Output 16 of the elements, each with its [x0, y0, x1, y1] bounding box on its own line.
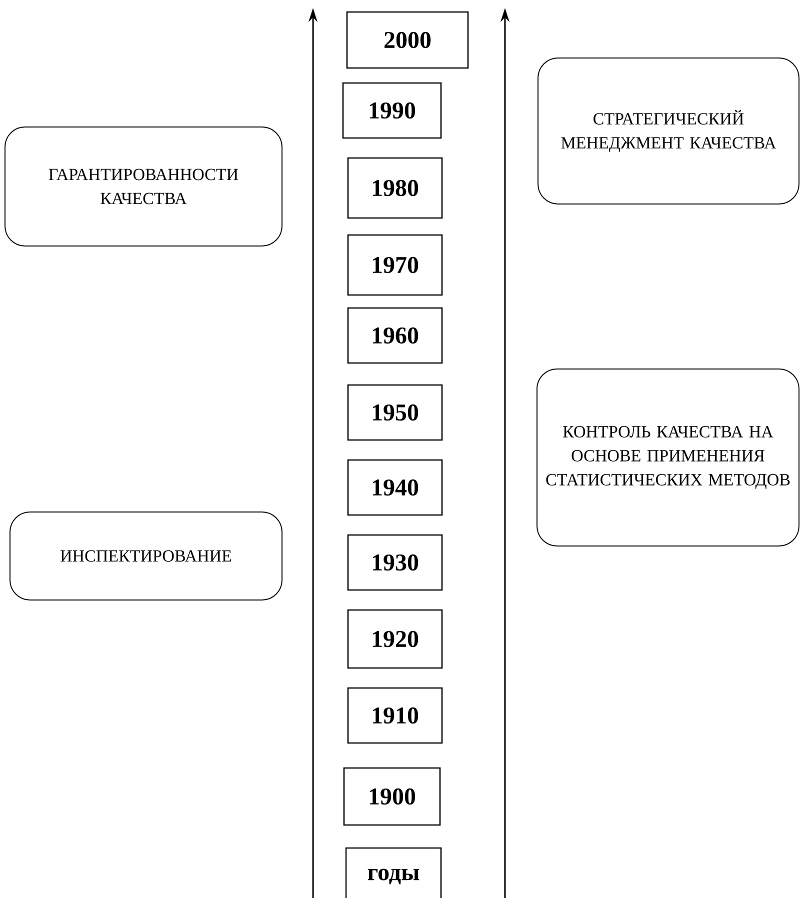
year-box: 1930 [347, 534, 443, 591]
year-box: 1960 [347, 307, 443, 364]
period-box: КОНТРОЛЬ КАЧЕСТВА НА ОСНОВЕ ПРИМЕНЕНИЯ СТАТИСТИЧЕСКИХ МЕТОДОВ [536, 368, 800, 546]
year-box: 1990 [342, 82, 442, 139]
year-box: 1920 [347, 609, 443, 669]
year-box: 1940 [347, 459, 443, 516]
year-box: годы [345, 847, 442, 898]
period-box: СТРАТЕГИЧЕСКИЙ МЕНЕДЖМЕНТ КАЧЕСТВА [538, 58, 800, 204]
year-box: 2000 [346, 11, 469, 69]
period-box: ИНСПЕКТИРОВАНИЕ [10, 512, 282, 600]
period-box: ГАРАНТИРОВАННОСТИ КАЧЕСТВА [4, 126, 282, 246]
year-box: 1900 [343, 767, 441, 826]
year-box: 1970 [347, 234, 443, 296]
year-box: 1910 [347, 687, 443, 744]
year-box: 1980 [347, 157, 443, 219]
year-box: 1950 [347, 384, 443, 441]
